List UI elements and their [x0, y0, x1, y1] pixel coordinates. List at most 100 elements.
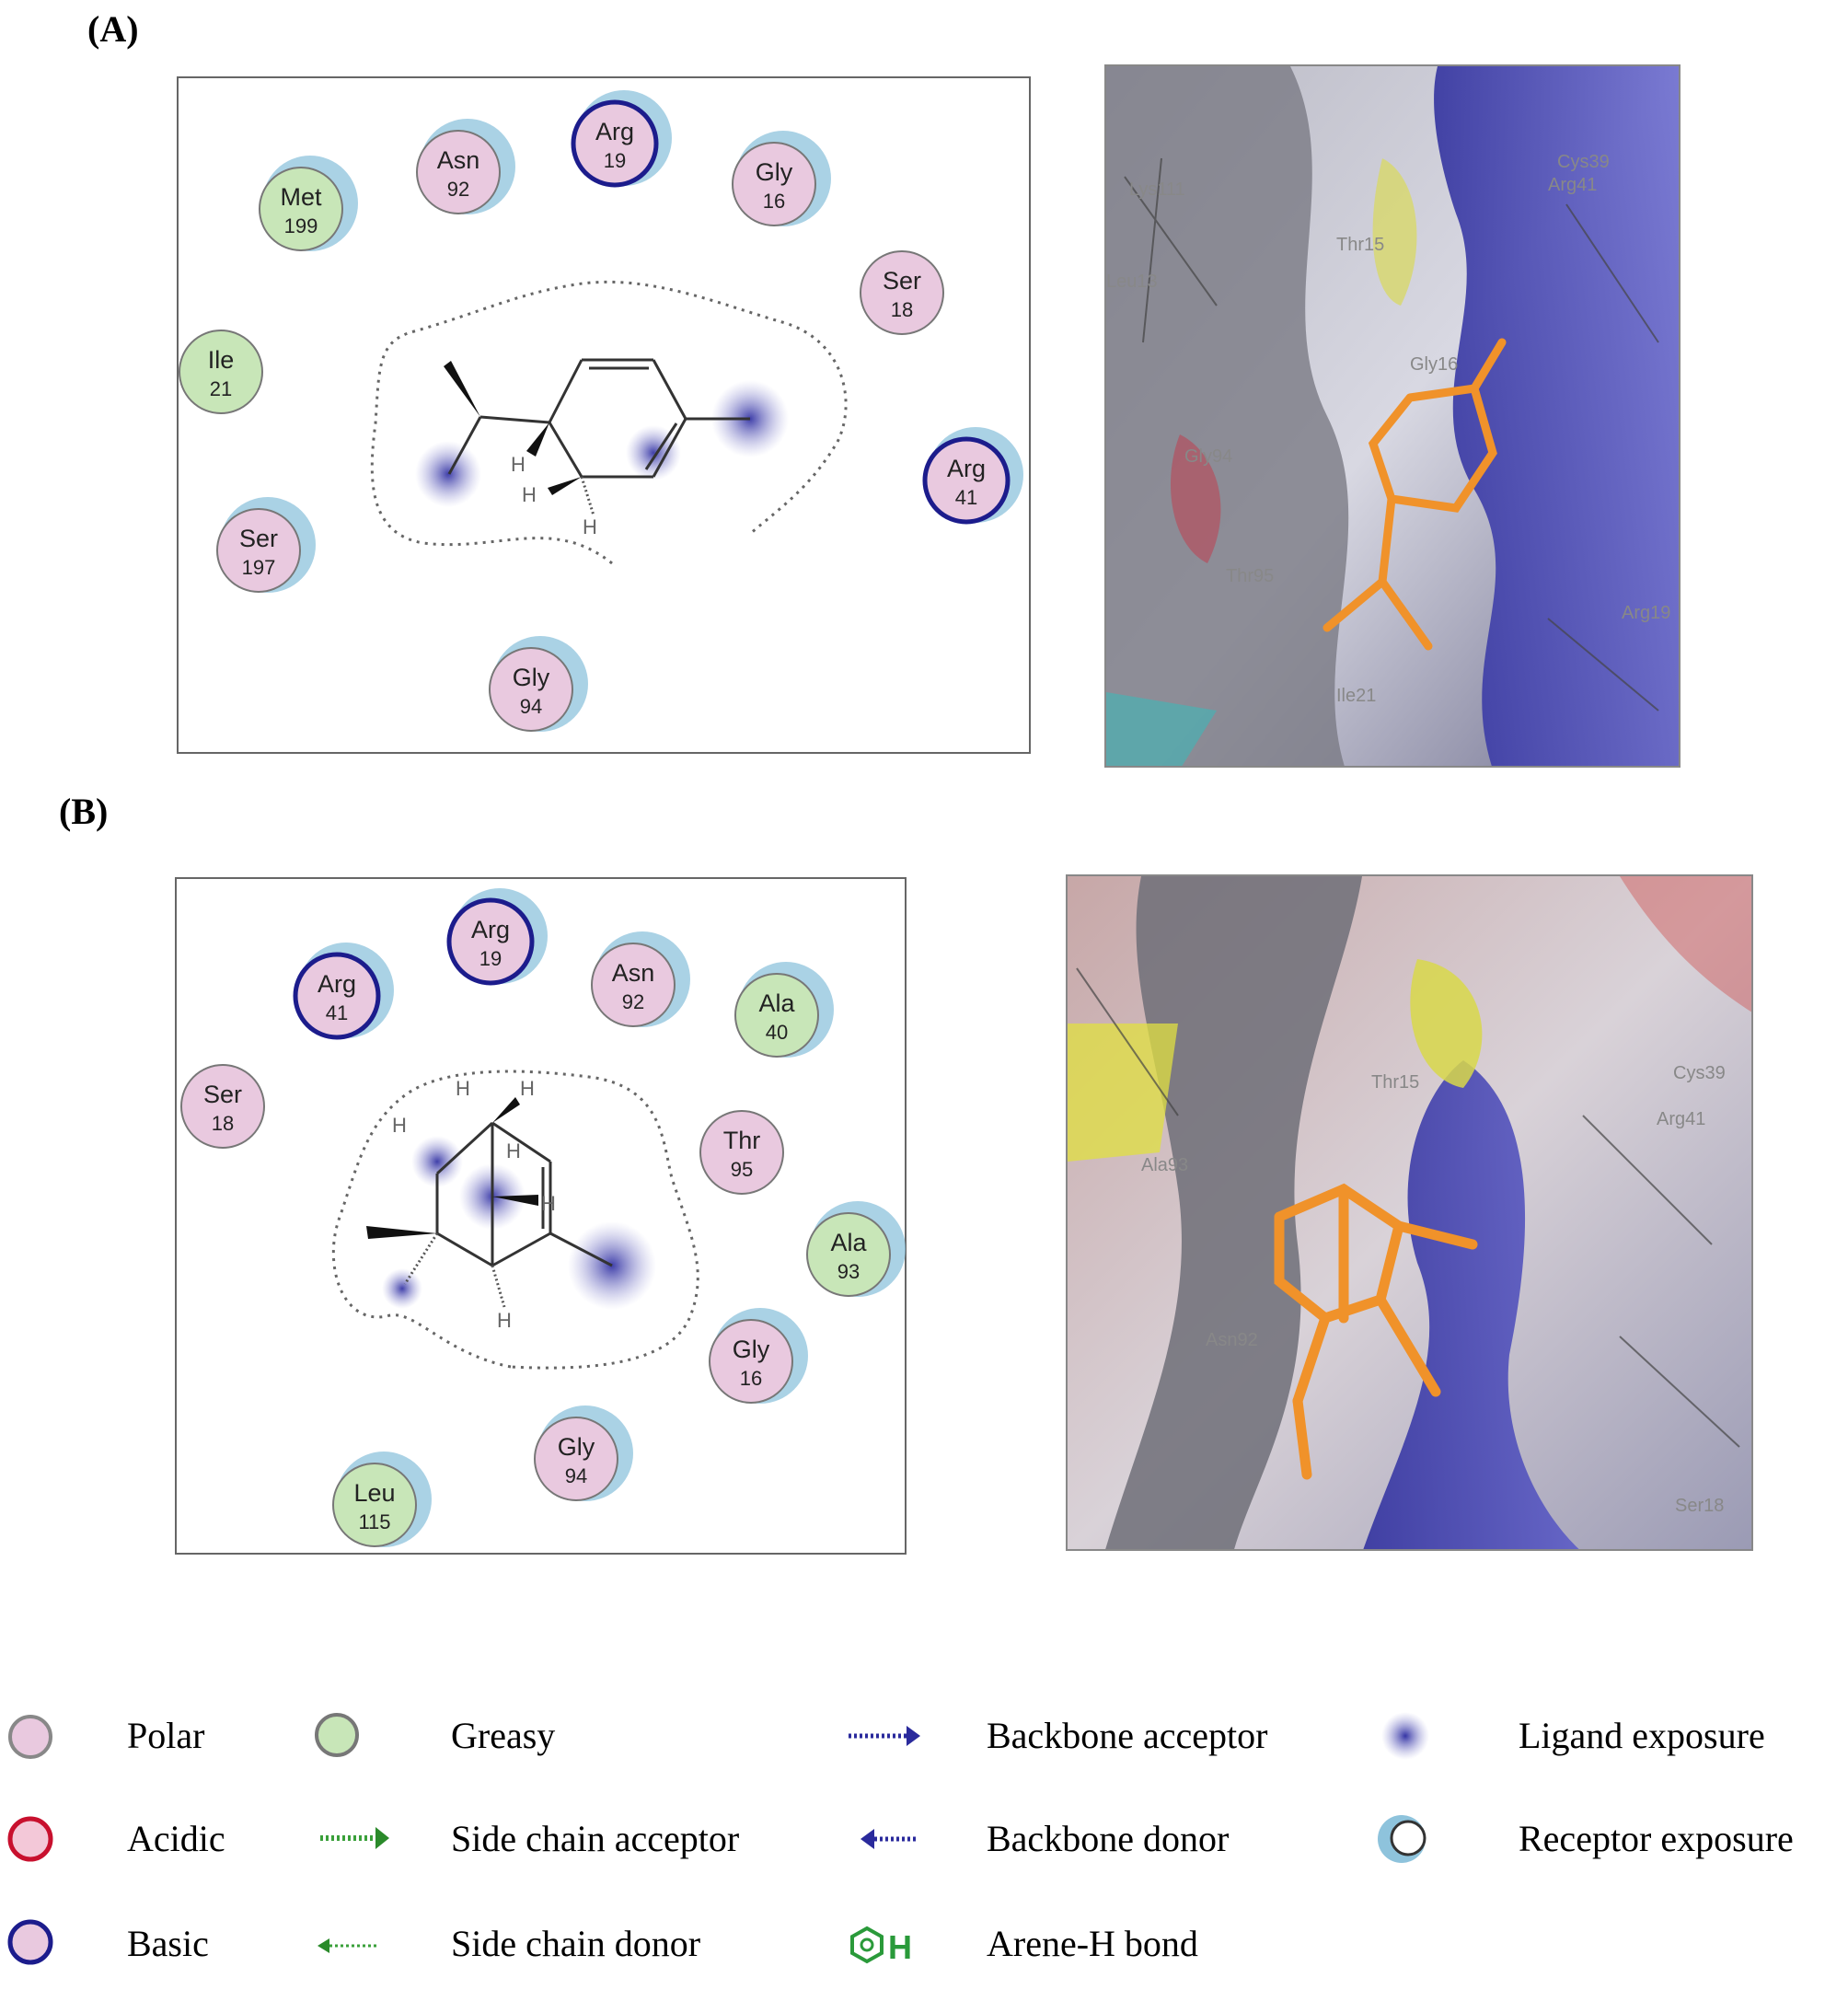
svg-text:H: H — [888, 1928, 912, 1966]
side-chain-acceptor-icon — [320, 1827, 389, 1849]
residue-asn-92: Asn 92 — [591, 931, 690, 1027]
residue-gly-94: Gly94 — [489, 636, 588, 732]
residue-thr-95: Thr95 — [699, 1110, 784, 1195]
residue-disc — [259, 167, 343, 251]
residue-number: 19 — [479, 947, 502, 970]
render-residue-label: Arg19 — [1622, 603, 1670, 623]
h-atom-label: H — [506, 1139, 521, 1162]
render-residue-label: Arg41 — [1548, 175, 1597, 195]
residue-disc — [293, 952, 381, 1040]
residue-name: Arg — [471, 916, 510, 943]
residue-number: 18 — [212, 1112, 234, 1135]
legend-label-side-chain-donor: Side chain donor — [451, 1923, 701, 1964]
residue-ser-18: Ser18 — [180, 1064, 265, 1149]
h-atom-label: H — [497, 1309, 512, 1332]
wedge-bond — [492, 1195, 538, 1206]
residue-number: 94 — [565, 1464, 587, 1487]
residue-disc — [699, 1110, 784, 1195]
residue-disc — [216, 508, 301, 593]
ligand-structure — [447, 358, 750, 479]
residue-ala-93: Ala93 — [806, 1201, 906, 1297]
residue-name: Ala — [758, 989, 795, 1017]
render-residue-labels: Lys111Cys39Arg41Thr15Leu13Gly16Gly94Thr9… — [1106, 152, 1670, 706]
residue-gly-94: Gly 94 — [534, 1405, 633, 1501]
h-atom-label: H — [522, 483, 537, 506]
residue-number: 92 — [622, 990, 644, 1013]
arene-h-bond-icon: H — [850, 1926, 912, 1966]
residue-name: Arg — [947, 455, 986, 482]
residue-name: Gly — [756, 158, 793, 186]
acidic-residue-icon — [7, 1816, 53, 1862]
residue-disc — [534, 1417, 618, 1501]
residue-name: Leu — [353, 1479, 395, 1507]
residue-disc — [734, 973, 819, 1058]
surface-yellow — [1068, 1024, 1178, 1162]
residue-disc — [806, 1212, 891, 1297]
residue-name: Ala — [830, 1229, 867, 1256]
ligand-stick-model — [1322, 338, 1507, 651]
basic-residue-icon — [7, 1919, 53, 1965]
legend-label-backbone-acceptor: Backbone acceptor — [987, 1715, 1268, 1756]
render-residue-label: Ile21 — [1336, 686, 1376, 706]
residue-disc — [179, 330, 263, 414]
legend-label-greasy: Greasy — [451, 1715, 556, 1756]
h-atom-label: H — [511, 453, 526, 476]
h-atom-label: H — [583, 515, 597, 538]
wedge-bond — [492, 1097, 520, 1123]
wedge-bond — [444, 361, 480, 417]
hash-bond — [580, 476, 595, 516]
residue-name: Gly — [558, 1433, 595, 1461]
render-residue-label: Thr15 — [1336, 235, 1384, 255]
residue-disc — [860, 250, 944, 335]
residue-name: Ile — [208, 346, 235, 374]
residue-number: 16 — [740, 1367, 762, 1390]
render-residue-label: Gly94 — [1184, 446, 1232, 467]
render-residue-label: Leu13 — [1106, 272, 1158, 292]
render-residue-label: Gly16 — [1410, 354, 1458, 375]
legend-label-arene-h-bond: Arene-H bond — [987, 1923, 1198, 1964]
surface-yellow — [1372, 158, 1417, 306]
residue-gly-16: Gly 16 — [709, 1308, 808, 1404]
greasy-residue-icon — [315, 1713, 359, 1757]
residue-name: Asn — [612, 959, 655, 987]
surface-red — [1620, 876, 1751, 1012]
surface-red — [1171, 434, 1221, 563]
residue-disc — [732, 142, 816, 226]
residue-name: Gly — [733, 1336, 770, 1363]
residue-arg-41: Arg 41 — [922, 427, 1023, 525]
residue-number: 199 — [284, 214, 318, 237]
h-atom-label: H — [520, 1077, 535, 1100]
backbone-acceptor-icon — [849, 1726, 920, 1746]
h-atom-label: H — [541, 1192, 556, 1215]
residue-disc — [922, 436, 1011, 525]
render-residue-label: Asn92 — [1206, 1330, 1258, 1350]
residue-disc — [709, 1319, 793, 1404]
h-atom-label: H — [456, 1077, 470, 1100]
receptor-exposure-icon — [1378, 1815, 1426, 1863]
ligand-structure — [435, 1121, 613, 1267]
residue-name: Arg — [595, 118, 634, 145]
ligand-exposure-icon — [1381, 1712, 1429, 1760]
render-residue-label: Ala93 — [1141, 1155, 1188, 1175]
legend-label-basic: Basic — [127, 1923, 209, 1964]
surface-yellow — [1410, 959, 1483, 1088]
ligand-exposure-blob — [382, 1268, 422, 1309]
residue-number: 41 — [955, 486, 977, 509]
residue-disc — [416, 130, 501, 214]
residue-disc — [180, 1064, 265, 1149]
residue-disc — [332, 1463, 417, 1547]
residue-name: Asn — [437, 146, 480, 174]
backbone-donor-icon — [860, 1829, 918, 1849]
residue-disc — [571, 99, 659, 188]
render-residue-label: Cys39 — [1673, 1063, 1726, 1083]
pocket-contour — [370, 280, 848, 565]
surface-blue — [1434, 66, 1679, 766]
legend-label-receptor-exposure: Receptor exposure — [1519, 1818, 1794, 1859]
residue-name: Ser — [883, 267, 921, 295]
residue-number: 18 — [891, 298, 913, 321]
